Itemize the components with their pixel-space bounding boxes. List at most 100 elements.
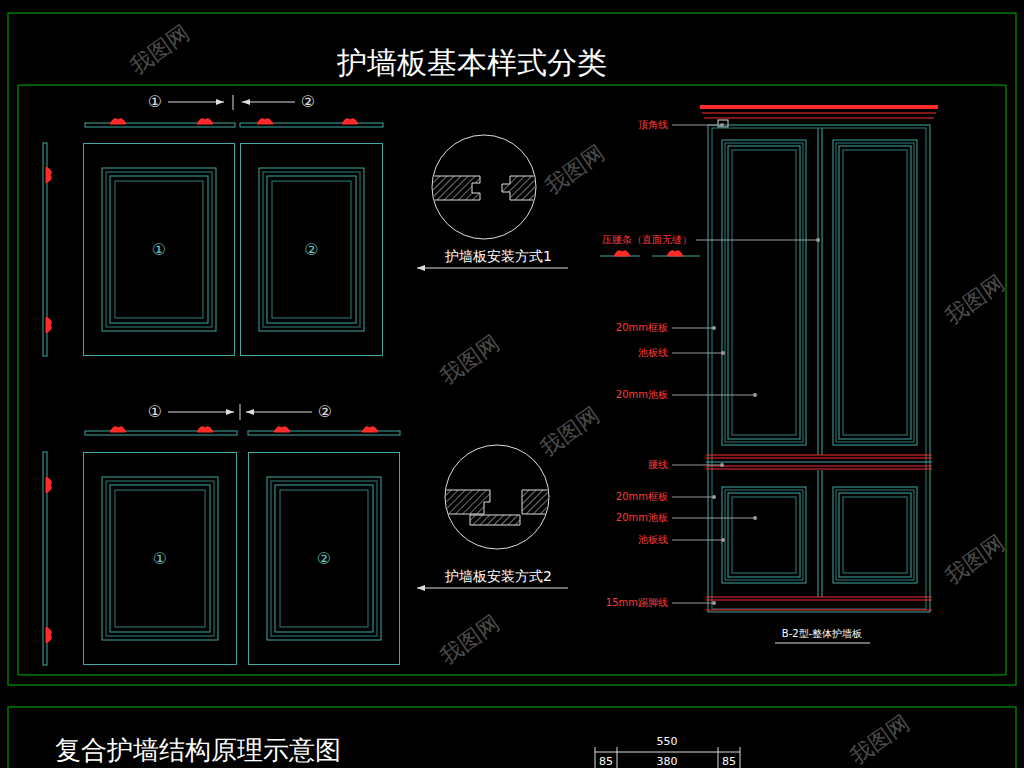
panel-frame [267, 477, 381, 640]
panel-frame [271, 481, 377, 636]
leader-dot [753, 393, 757, 397]
panel-number: ② [304, 240, 318, 259]
dimension: 550 [657, 735, 678, 748]
leader-line [672, 395, 755, 396]
watermark: 我图网 [845, 710, 914, 768]
part-label: 压腰条（直面无缝） [602, 234, 692, 246]
carving-ornament [110, 119, 126, 124]
joint-detail [440, 490, 555, 525]
raised-panel [836, 143, 914, 442]
panel-frame [275, 485, 373, 632]
watermark: 我图网 [435, 330, 504, 389]
panel-frame [102, 168, 216, 331]
leader-dot [712, 326, 716, 330]
panel-frame [106, 481, 214, 636]
raised-panel [839, 146, 911, 439]
board-section [502, 176, 540, 200]
panel-frame [259, 168, 364, 331]
leader-line [672, 353, 723, 354]
carving-ornament [257, 119, 273, 124]
raised-panel [728, 493, 800, 577]
watermark: 我图网 [435, 610, 504, 669]
waist-moulding [706, 469, 932, 470]
watermark: 我图网 [125, 20, 194, 79]
carving-ornament [46, 477, 51, 493]
panel-frame [110, 176, 208, 323]
carving-ornament [46, 627, 51, 643]
crown-moulding [702, 113, 936, 114]
page-title: 护墙板基本样式分类 [337, 45, 607, 81]
extension-line [740, 747, 741, 768]
method-label: 护墙板安装方式2 [445, 568, 552, 585]
wall-panel: ② [240, 143, 383, 356]
panel-frame [263, 172, 360, 327]
raised-panel [836, 490, 914, 580]
leader-dot [720, 123, 724, 127]
leader-dot [712, 495, 716, 499]
part-label: 池板线 [638, 347, 668, 359]
carving-ornament [274, 427, 290, 432]
carving-ornament [110, 427, 126, 432]
joint-tick [233, 95, 234, 110]
waist-moulding [706, 458, 932, 459]
watermark: 我图网 [540, 140, 609, 199]
board-section [430, 176, 480, 200]
sheet-frame [8, 13, 1016, 685]
leader-line [672, 518, 755, 519]
crown-moulding [704, 118, 934, 119]
stile [818, 470, 819, 597]
callout-number: ① [148, 402, 162, 421]
panel-frame [106, 172, 212, 327]
waist-moulding [706, 462, 932, 463]
carving-ornament [362, 427, 378, 432]
raised-panel [839, 493, 911, 577]
panel-frame [272, 181, 351, 318]
raised-panel [722, 140, 806, 445]
board-section [522, 490, 555, 514]
figure-caption: B-2型-整体护墙板 [782, 628, 862, 640]
leader-line [672, 603, 714, 604]
panel-frame [115, 490, 205, 627]
carving-ornament [667, 251, 683, 256]
panel-frame [110, 485, 210, 632]
leader-line [672, 465, 722, 466]
panel-profile [85, 431, 237, 435]
crown-block [718, 120, 728, 127]
stile [822, 128, 823, 455]
wall-panel: ① [83, 452, 237, 665]
panel-frame [267, 176, 356, 323]
title-rule [18, 85, 1006, 86]
callout-number: ② [301, 92, 315, 111]
leader-line [672, 125, 722, 126]
stile [822, 470, 823, 597]
extension-line [595, 747, 596, 768]
callout-arrow [168, 102, 224, 103]
panel-number: ① [153, 549, 167, 568]
board-section [440, 490, 490, 514]
raised-panel [833, 487, 917, 583]
part-label: 腰线 [648, 459, 668, 471]
extension-line [617, 747, 618, 768]
raised-panel [732, 497, 796, 573]
wall-frame [712, 128, 926, 609]
part-label: 20mm框板 [616, 491, 668, 503]
inner-frame [18, 675, 1006, 676]
raised-panel [722, 487, 806, 583]
inner-frame [18, 85, 19, 675]
carving-ornament [614, 251, 630, 256]
raised-panel [843, 497, 907, 573]
joint-detail [430, 176, 540, 200]
caption-underline [775, 643, 870, 644]
carving-ornament [342, 119, 358, 124]
carving-ornament [197, 427, 213, 432]
wall-panel: ② [248, 452, 400, 665]
waist-moulding [706, 455, 932, 456]
leader-dot [816, 238, 820, 242]
method-label: 护墙板安装方式1 [445, 248, 552, 265]
watermark: 我图网 [940, 530, 1009, 589]
waist-moulding [706, 466, 932, 467]
raised-panel [833, 140, 917, 445]
wall-panel: ① [83, 143, 235, 356]
